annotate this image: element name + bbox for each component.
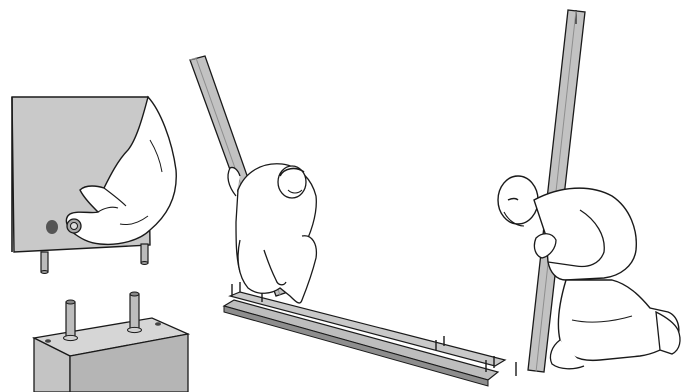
knob-icon xyxy=(67,219,81,233)
detail-post-studs xyxy=(34,292,188,392)
threaded-stud-right xyxy=(128,292,142,333)
right-person xyxy=(498,10,680,372)
right-head xyxy=(498,176,538,226)
center-person xyxy=(190,56,316,303)
rail-back xyxy=(230,292,505,366)
threaded-stud-left xyxy=(64,300,78,341)
mounting-hole xyxy=(46,220,58,234)
base-rails xyxy=(224,282,516,386)
center-head xyxy=(278,166,306,198)
rail-front xyxy=(224,300,498,380)
detail-knob-tightening xyxy=(12,97,176,274)
